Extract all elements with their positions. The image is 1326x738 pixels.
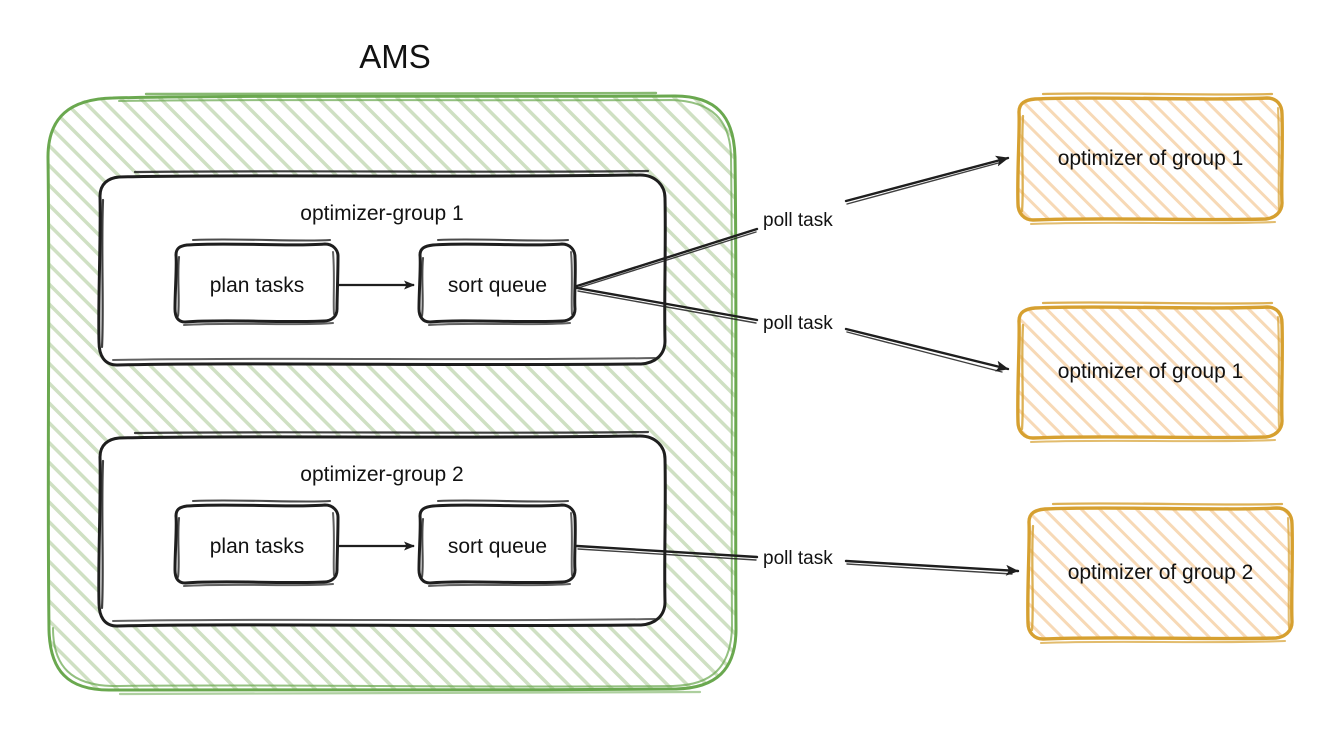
plan-tasks-2-label: plan tasks (209, 535, 305, 558)
plan-tasks-1-box (173, 238, 340, 326)
plan-tasks-2-box (173, 499, 340, 587)
optimizer-of-group-1-a-box (1016, 92, 1284, 226)
poll-task-label-1: poll task (760, 210, 836, 231)
plan-tasks-1-label: plan tasks (209, 274, 305, 297)
poll-task-edge-1 (575, 155, 1010, 289)
optimizer-of-group-2-box (1026, 502, 1294, 645)
sort-queue-1-label: sort queue (447, 274, 548, 297)
optimizer-group-2-title: optimizer-group 2 (300, 463, 464, 486)
poll-task-edge-3 (575, 544, 1020, 576)
poll-task-label-2: poll task (760, 313, 836, 334)
diagram-title: AMS (359, 38, 431, 75)
optimizer-of-group-1-a-label: optimizer of group 1 (1057, 147, 1244, 170)
sort-queue-2-box (417, 499, 577, 587)
optimizer-of-group-2-label: optimizer of group 2 (1067, 561, 1254, 584)
sort-queue-2-label: sort queue (447, 535, 548, 558)
sort-queue-1-box (417, 238, 577, 326)
poll-task-label-3: poll task (760, 548, 836, 569)
optimizer-of-group-1-b-label: optimizer of group 1 (1057, 360, 1244, 383)
optimizer-group-1-title: optimizer-group 1 (300, 202, 464, 225)
optimizer-of-group-1-b-box (1016, 301, 1284, 444)
poll-task-edge-2 (575, 286, 1010, 373)
